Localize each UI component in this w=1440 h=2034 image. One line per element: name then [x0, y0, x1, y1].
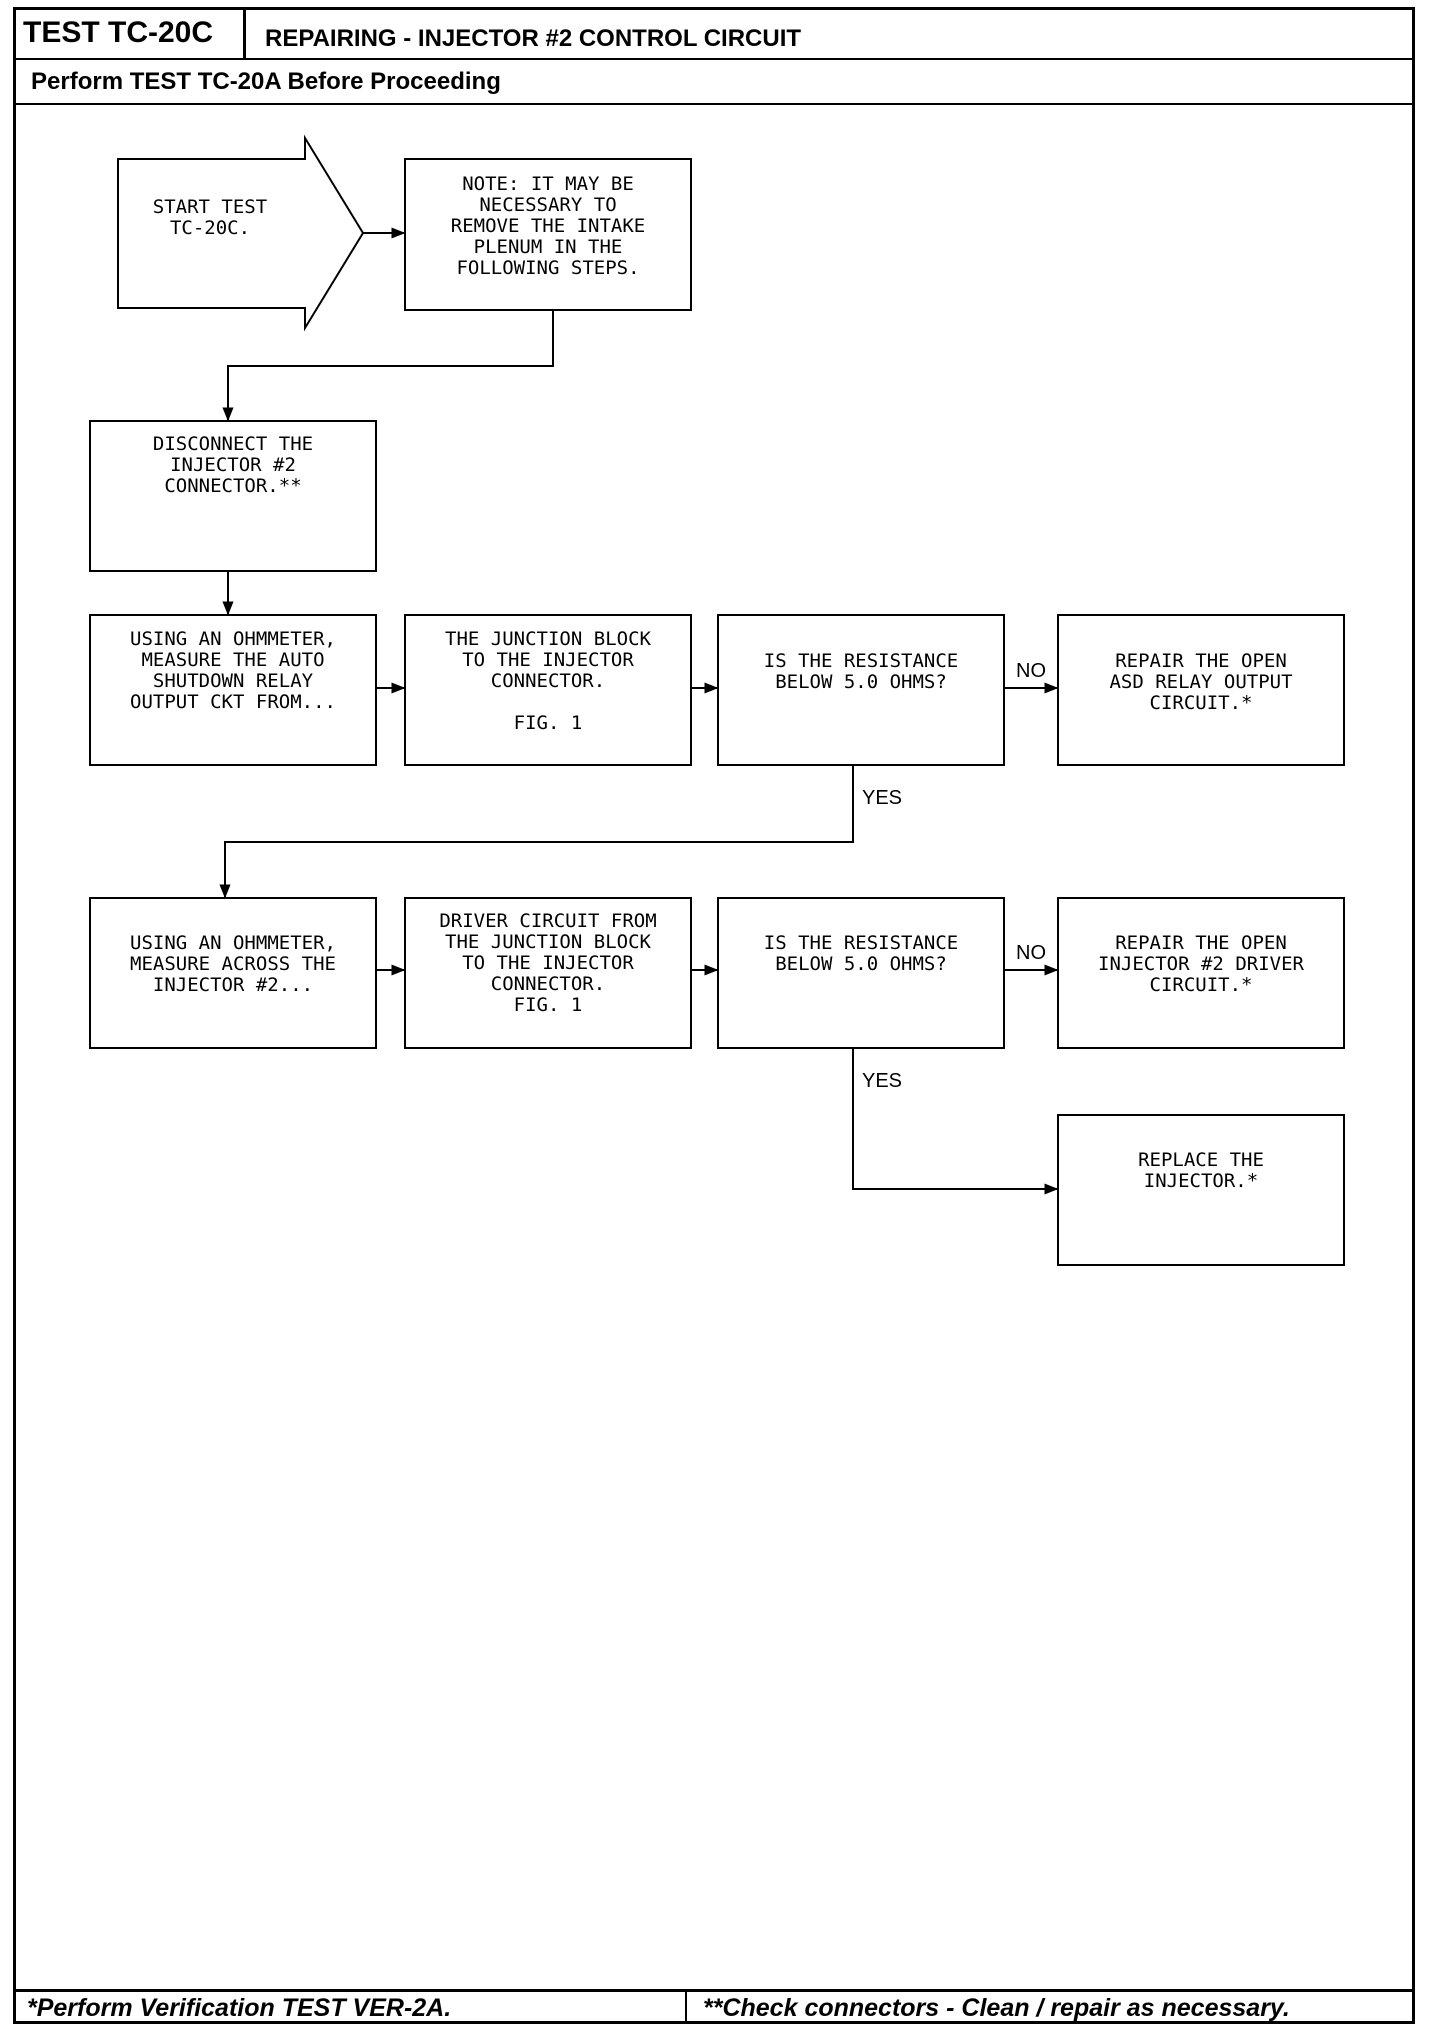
repair-driver-box [1057, 897, 1345, 1049]
footer-row: *Perform Verification TEST VER-2A. **Che… [13, 1989, 1415, 2024]
decision-1-box [717, 614, 1005, 766]
ohmmeter-step-1-box [89, 614, 377, 766]
driver-line-3: CONNECTOR. [491, 973, 605, 995]
start-line-1: TC-20C. [170, 217, 250, 239]
junction1-line-4: FIG. 1 [514, 712, 583, 734]
subtitle-row: Perform TEST TC-20A Before Proceeding [13, 60, 1415, 105]
page-frame [13, 7, 1415, 2024]
decision-2-box [717, 897, 1005, 1049]
driver-line-4: FIG. 1 [514, 994, 583, 1016]
note-line-4: FOLLOWING STEPS. [456, 257, 639, 279]
start-arrow-shape [117, 134, 365, 332]
decision1-line-0: IS THE RESISTANCE [764, 650, 958, 672]
disconnect-line-0: DISCONNECT THE [153, 433, 313, 455]
junction1-line-1: TO THE INJECTOR [462, 649, 634, 671]
no-label-2: NO [1016, 942, 1046, 964]
ohm2-line-0: USING AN OHMMETER, [130, 932, 336, 954]
driver-line-1: THE JUNCTION BLOCK [445, 931, 651, 953]
note-line-0: NOTE: IT MAY BE [462, 173, 634, 195]
ohmmeter-step-2-box [89, 897, 377, 1049]
replace-line-1: INJECTOR.* [1144, 1170, 1258, 1192]
prerequisite-note: Perform TEST TC-20A Before Proceeding [31, 68, 501, 95]
note-box [404, 158, 692, 311]
repair1-line-2: CIRCUIT.* [1150, 692, 1253, 714]
ohm1-line-0: USING AN OHMMETER, [130, 628, 336, 650]
decision1-line-1: BELOW 5.0 OHMS? [775, 671, 947, 693]
connector-decision1-yes [219, 765, 854, 899]
disconnect-line-1: INJECTOR #2 [170, 454, 296, 476]
junction-block-box [404, 614, 692, 766]
ohm1-line-2: SHUTDOWN RELAY [153, 670, 314, 692]
ohm2-line-1: MEASURE ACROSS THE [130, 953, 336, 975]
ohm1-line-1: MEASURE THE AUTO [141, 649, 324, 671]
repair2-line-2: CIRCUIT.* [1150, 974, 1253, 996]
note-line-1: NECESSARY TO [479, 194, 616, 216]
repair-asd-box [1057, 614, 1345, 766]
no-label-1: NO [1016, 660, 1046, 682]
start-line-0: START TEST [153, 196, 267, 218]
ohm2-line-2: INJECTOR #2... [153, 974, 313, 996]
decision2-line-0: IS THE RESISTANCE [764, 932, 958, 954]
disconnect-line-2: CONNECTOR.** [164, 475, 301, 497]
footer-connector-note: **Check connectors - Clean / repair as n… [703, 1994, 1290, 2022]
note-line-3: PLENUM IN THE [474, 236, 623, 258]
note-line-2: REMOVE THE INTAKE [451, 215, 645, 237]
junction1-line-2: CONNECTOR. [491, 670, 605, 692]
repair1-line-1: ASD RELAY OUTPUT [1109, 671, 1292, 693]
replace-injector-box [1057, 1114, 1345, 1266]
yes-label-1: YES [862, 787, 902, 809]
driver-line-0: DRIVER CIRCUIT FROM [439, 910, 656, 932]
decision2-line-1: BELOW 5.0 OHMS? [775, 953, 947, 975]
replace-line-0: REPLACE THE [1138, 1149, 1264, 1171]
ohm1-line-3: OUTPUT CKT FROM... [130, 691, 336, 713]
page-title: REPAIRING - INJECTOR #2 CONTROL CIRCUIT [265, 25, 802, 52]
driver-circuit-box [404, 897, 692, 1049]
connector-decision2-yes [852, 1048, 1059, 1195]
test-id-box: TEST TC-20C [13, 7, 246, 58]
header-row: TEST TC-20C REPAIRING - INJECTOR #2 CONT… [13, 7, 1415, 60]
driver-line-2: TO THE INJECTOR [462, 952, 634, 974]
repair2-line-0: REPAIR THE OPEN [1115, 932, 1287, 954]
repair2-line-1: INJECTOR #2 DRIVER [1098, 953, 1304, 975]
disconnect-box [89, 420, 377, 572]
junction1-line-0: THE JUNCTION BLOCK [445, 628, 651, 650]
repair1-line-0: REPAIR THE OPEN [1115, 650, 1287, 672]
footer-verification-note: *Perform Verification TEST VER-2A. [13, 1992, 687, 2024]
yes-label-2: YES [862, 1070, 902, 1092]
connector-note-to-disconnect [222, 310, 554, 422]
